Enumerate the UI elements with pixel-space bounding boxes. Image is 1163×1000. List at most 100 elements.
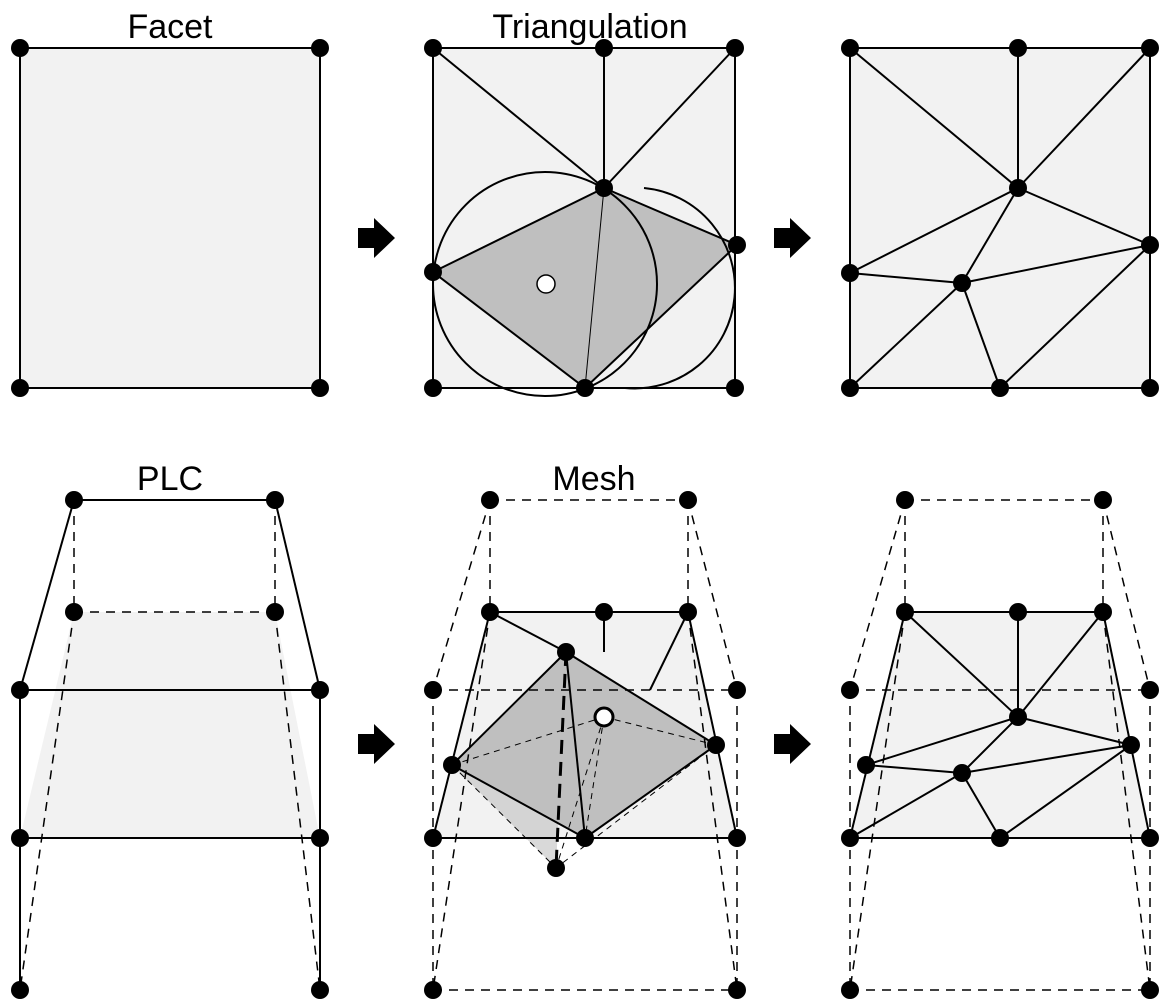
vertex	[726, 379, 744, 397]
vertex	[266, 603, 284, 621]
vertex	[311, 39, 329, 57]
vertex	[679, 603, 697, 621]
vertex	[595, 39, 613, 57]
vertex	[953, 764, 971, 782]
vertex	[1009, 603, 1027, 621]
vertex	[841, 681, 859, 699]
vertex	[11, 681, 29, 699]
vertex	[841, 981, 859, 999]
vertex	[311, 681, 329, 699]
vertex	[424, 39, 442, 57]
vertex	[65, 491, 83, 509]
vertex	[576, 829, 594, 847]
vertex	[896, 491, 914, 509]
vertex	[311, 379, 329, 397]
mesh-vertices	[424, 491, 746, 999]
plc-vertices	[11, 491, 329, 999]
vertex	[595, 603, 613, 621]
vertex	[679, 491, 697, 509]
vertex	[1141, 236, 1159, 254]
vertex	[1009, 39, 1027, 57]
refined-vertices	[841, 39, 1159, 397]
mesh-inner-dashed	[451, 716, 717, 869]
vertex	[424, 379, 442, 397]
circumcircle-left	[432, 171, 658, 397]
vertex	[595, 179, 613, 197]
vertex	[443, 756, 461, 774]
refined-triangulation-panel	[841, 39, 1159, 397]
refined-mesh-panel	[841, 491, 1159, 999]
vertex	[1009, 708, 1027, 726]
mesh-label: Mesh	[552, 460, 635, 498]
vertex	[728, 681, 746, 699]
vertex	[547, 859, 565, 877]
plc-solid-edges	[19, 499, 321, 990]
refined-mesh-edges	[849, 611, 1151, 839]
vertex	[726, 39, 744, 57]
vertex	[424, 681, 442, 699]
plc-panel: PLC	[11, 460, 329, 999]
plc-hidden-edges	[19, 500, 321, 991]
vertex	[576, 379, 594, 397]
right-arrow-icon	[774, 218, 811, 258]
vertex	[841, 379, 859, 397]
vertex	[1141, 981, 1159, 999]
vertex	[728, 236, 746, 254]
vertex	[857, 756, 875, 774]
vertex	[311, 829, 329, 847]
mesh-cavity-lower	[452, 652, 566, 868]
vertex	[11, 379, 29, 397]
refined-mesh-vertices	[841, 491, 1159, 999]
new-point-icon	[593, 706, 615, 728]
vertex	[1094, 491, 1112, 509]
refined-edges	[849, 47, 1151, 389]
facet-square	[19, 47, 321, 389]
vertex	[557, 643, 575, 661]
facet-vertices	[11, 39, 329, 397]
vertex	[11, 39, 29, 57]
vertex	[728, 981, 746, 999]
vertex	[841, 264, 859, 282]
vertex	[424, 263, 442, 281]
vertex	[1141, 681, 1159, 699]
vertex	[896, 603, 914, 621]
plc-label: PLC	[137, 460, 203, 498]
circumcircle-right	[624, 187, 736, 390]
vertex	[1122, 736, 1140, 754]
vertex	[11, 981, 29, 999]
vertex	[991, 829, 1009, 847]
vertex	[1094, 603, 1112, 621]
right-arrow-icon	[358, 218, 395, 258]
triangulation-edges	[432, 47, 736, 389]
triangulation-panel: Triangulation	[424, 8, 746, 397]
vertex	[65, 603, 83, 621]
right-arrow-icon	[358, 724, 395, 764]
vertex	[481, 603, 499, 621]
vertex	[707, 736, 725, 754]
vertex	[266, 491, 284, 509]
mesh-panel: Mesh	[424, 460, 746, 999]
vertex	[481, 491, 499, 509]
vertex	[841, 829, 859, 847]
plc-facet	[20, 612, 320, 838]
vertex	[311, 981, 329, 999]
vertex	[1141, 829, 1159, 847]
vertex	[1141, 39, 1159, 57]
vertex	[1009, 179, 1027, 197]
vertex	[1141, 379, 1159, 397]
vertex	[991, 379, 1009, 397]
hidden-edge-bold	[554, 651, 568, 869]
right-arrow-icon	[774, 724, 811, 764]
facet-panel: Facet	[11, 8, 329, 397]
vertex	[953, 274, 971, 292]
vertex	[11, 829, 29, 847]
vertex	[424, 829, 442, 847]
triangulation-label: Triangulation	[492, 8, 687, 46]
vertex	[841, 39, 859, 57]
triangulation-vertices	[424, 39, 746, 397]
refined-mesh-facet	[850, 612, 1150, 838]
facet-label: Facet	[127, 8, 213, 46]
vertex	[728, 829, 746, 847]
vertex	[424, 981, 442, 999]
